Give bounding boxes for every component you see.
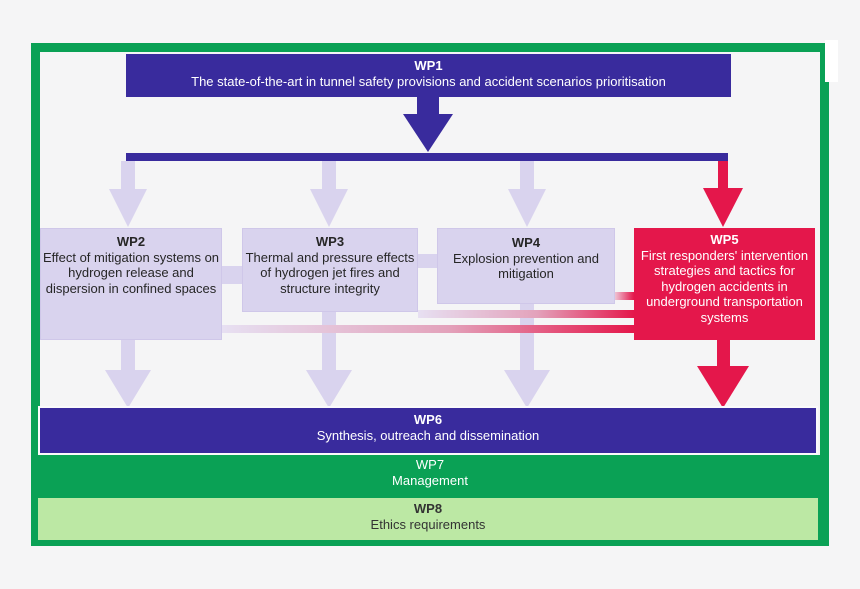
wp4-branch-arrow-head <box>508 189 546 227</box>
wp4-branch-arrow-stem <box>520 161 534 190</box>
wp4-box: WP4 Explosion prevention and mitigation <box>437 228 615 304</box>
wp3-output-arrow-head <box>306 370 352 408</box>
wp5-branch-arrow-stem <box>718 161 728 189</box>
wp3-description: Thermal and pressure effects of hydrogen… <box>245 249 415 296</box>
wp2-branch-arrow-stem <box>121 161 135 190</box>
wp5-output-arrow-stem <box>717 339 730 367</box>
distribution-bar <box>126 153 728 161</box>
wp3-output-arrow-stem <box>322 311 336 371</box>
wp7-text-block: WP7 Management <box>31 457 829 497</box>
flow-strip-wp4-to-wp5 <box>615 292 634 300</box>
wp2-title: WP2 <box>116 234 146 249</box>
wp6-box: WP6 Synthesis, outreach and disseminatio… <box>38 406 818 455</box>
wp4-output-arrow-head <box>504 370 550 408</box>
wp2-description: Effect of mitigation systems on hydrogen… <box>42 249 220 296</box>
wp5-description: First responders' intervention strategie… <box>640 247 809 325</box>
wp2-box: WP2 Effect of mitigation systems on hydr… <box>40 228 222 340</box>
wp2-output-arrow-stem <box>121 339 135 371</box>
wp4-description: Explosion prevention and mitigation <box>453 250 599 282</box>
wp8-description: Ethics requirements <box>370 517 486 532</box>
wp4-title: WP4 <box>511 235 541 250</box>
wp1-box: WP1 The state-of-the-art in tunnel safet… <box>126 54 731 97</box>
wp5-title: WP5 <box>710 232 739 247</box>
wp3-branch-arrow-stem <box>322 161 336 190</box>
wp4-output-arrow-stem <box>520 303 534 371</box>
wp8-box: WP8 Ethics requirements <box>38 498 818 540</box>
connector-wp2-wp3 <box>222 266 242 284</box>
flow-strip-wp3-to-wp5 <box>418 310 634 318</box>
wp3-title: WP3 <box>315 234 345 249</box>
wp5-branch-arrow-head <box>703 188 743 227</box>
wp3-branch-arrow-head <box>310 189 348 227</box>
wp1-down-arrow-head <box>403 114 453 152</box>
wp3-box: WP3 Thermal and pressure effects of hydr… <box>242 228 418 312</box>
wp1-down-arrow-stem <box>417 97 439 115</box>
flow-strip-wp2-to-wp5 <box>222 325 634 333</box>
wp6-description: Synthesis, outreach and dissemination <box>316 427 540 443</box>
wp5-output-arrow-head <box>697 366 749 408</box>
connector-wp3-wp4 <box>418 254 437 268</box>
white-patch-artifact <box>825 40 838 82</box>
wp7-title: WP7 <box>415 457 445 472</box>
wp7-description: Management <box>392 473 468 488</box>
wp2-branch-arrow-head <box>109 189 147 227</box>
wp8-title: WP8 <box>413 501 443 516</box>
wp5-box: WP5 First responders' intervention strat… <box>634 228 815 340</box>
wp6-title: WP6 <box>413 412 443 427</box>
wp1-description: The state-of-the-art in tunnel safety pr… <box>191 73 666 89</box>
wp1-title: WP1 <box>414 58 443 73</box>
wp2-output-arrow-head <box>105 370 151 408</box>
